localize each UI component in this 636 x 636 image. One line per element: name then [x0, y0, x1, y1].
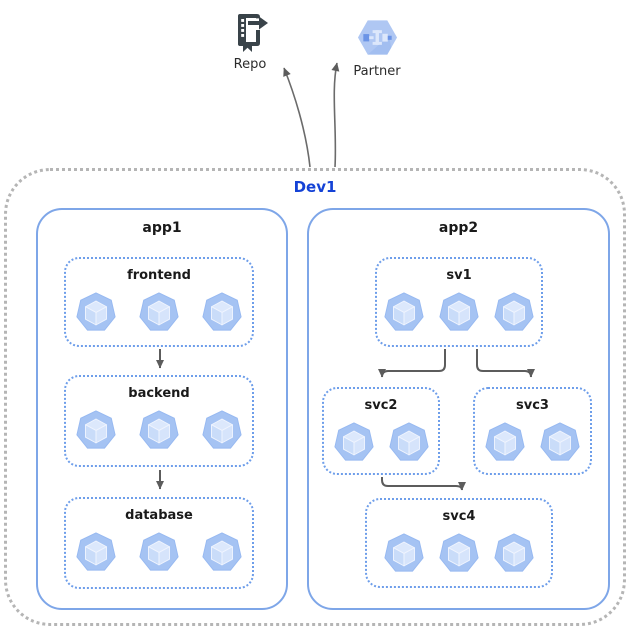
node-repo: Repo — [229, 10, 271, 72]
node-partner: Partner — [353, 16, 401, 79]
svc3-label: svc3 — [516, 398, 549, 413]
service-sv1: sv1 — [375, 257, 543, 347]
svc3-pods — [484, 421, 581, 463]
pod-icon — [139, 410, 179, 449]
edge-dev1-partner — [331, 62, 340, 168]
svc4-label: svc4 — [442, 509, 476, 524]
pod-icon — [139, 532, 179, 571]
sv1-label: sv1 — [446, 268, 472, 283]
database-pods — [75, 531, 243, 573]
partner-hexagon-icon — [357, 20, 398, 55]
pod-icon — [333, 422, 374, 461]
service-frontend: frontend — [64, 257, 254, 347]
service-database: database — [64, 497, 254, 589]
pod-icon — [494, 292, 534, 331]
edge-dev1-repo — [283, 67, 311, 168]
frontend-label: frontend — [127, 268, 191, 283]
pod-icon — [540, 422, 580, 461]
sv1-pods — [383, 291, 535, 333]
backend-pods — [75, 409, 243, 451]
pod-icon — [202, 410, 242, 449]
service-svc3: svc3 — [473, 387, 592, 475]
app-app1: app1 frontend backend — [36, 208, 288, 610]
pod-icon — [202, 292, 242, 331]
svc4-pods — [383, 532, 535, 574]
pod-icon — [485, 422, 525, 461]
cluster-label: Dev1 — [293, 178, 337, 196]
source-repository-icon — [238, 14, 268, 52]
pod-icon — [139, 292, 179, 331]
pod-icon — [76, 532, 116, 571]
frontend-pods — [75, 291, 243, 333]
app-app2: app2 sv1 svc2 — [307, 208, 610, 610]
app1-label: app1 — [142, 220, 182, 236]
pod-icon — [494, 533, 534, 572]
pod-icon — [76, 410, 116, 449]
pod-icon — [439, 533, 479, 572]
pod-icon — [388, 422, 429, 461]
backend-label: backend — [128, 386, 190, 401]
svc2-pods — [333, 421, 430, 463]
partner-label: Partner — [353, 64, 401, 79]
service-svc4: svc4 — [365, 498, 553, 588]
svc2-label: svc2 — [364, 398, 398, 413]
pod-icon — [384, 533, 424, 572]
service-backend: backend — [64, 375, 254, 467]
pod-icon — [202, 532, 242, 571]
service-svc2: svc2 — [322, 387, 440, 475]
pod-icon — [439, 292, 479, 331]
pod-icon — [384, 292, 424, 331]
database-label: database — [125, 508, 193, 523]
cluster-dev1: Dev1 app1 frontend backend — [4, 168, 626, 626]
pod-icon — [76, 292, 116, 331]
app2-label: app2 — [438, 220, 479, 236]
repo-label: Repo — [233, 57, 267, 72]
